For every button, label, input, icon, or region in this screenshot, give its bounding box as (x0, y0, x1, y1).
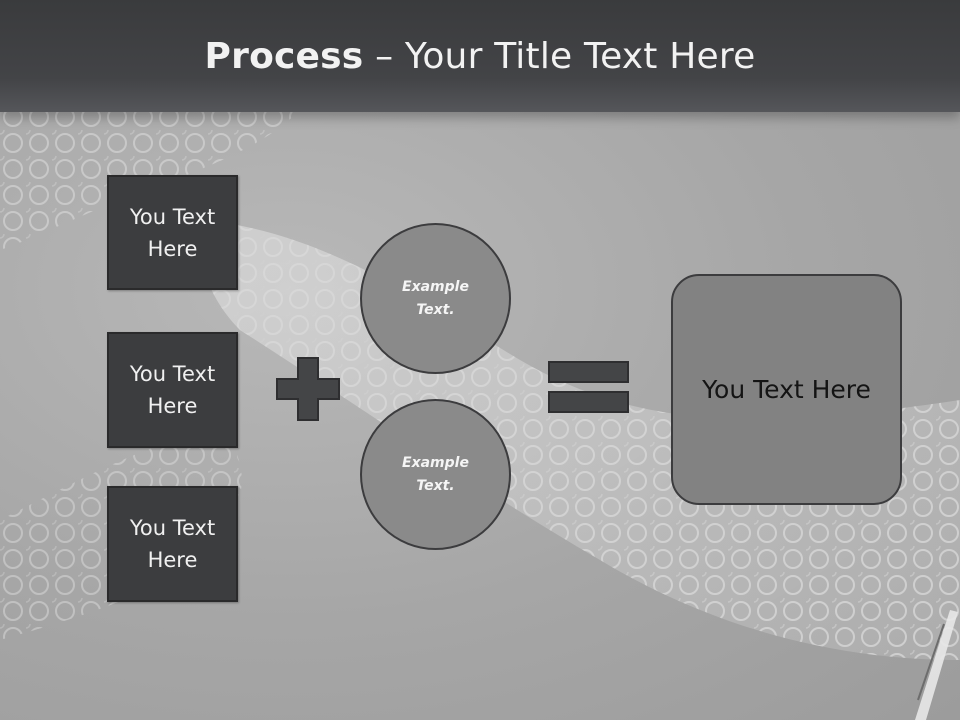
text-box-1: You Text Here (107, 175, 238, 290)
result-box: You Text Here (671, 274, 902, 505)
equals-icon (548, 361, 629, 413)
text-box-2: You Text Here (107, 332, 238, 448)
title-rest-text: – Your Title Text Here (363, 35, 756, 77)
slide-title: Process – Your Title Text Here (205, 36, 756, 77)
title-bar: Process – Your Title Text Here (0, 0, 960, 112)
example-circle-2: Example Text. (360, 399, 511, 550)
plus-icon (276, 357, 340, 421)
text-box-3: You Text Here (107, 486, 238, 602)
title-bold-text: Process (204, 35, 364, 77)
example-circle-1: Example Text. (360, 223, 511, 374)
